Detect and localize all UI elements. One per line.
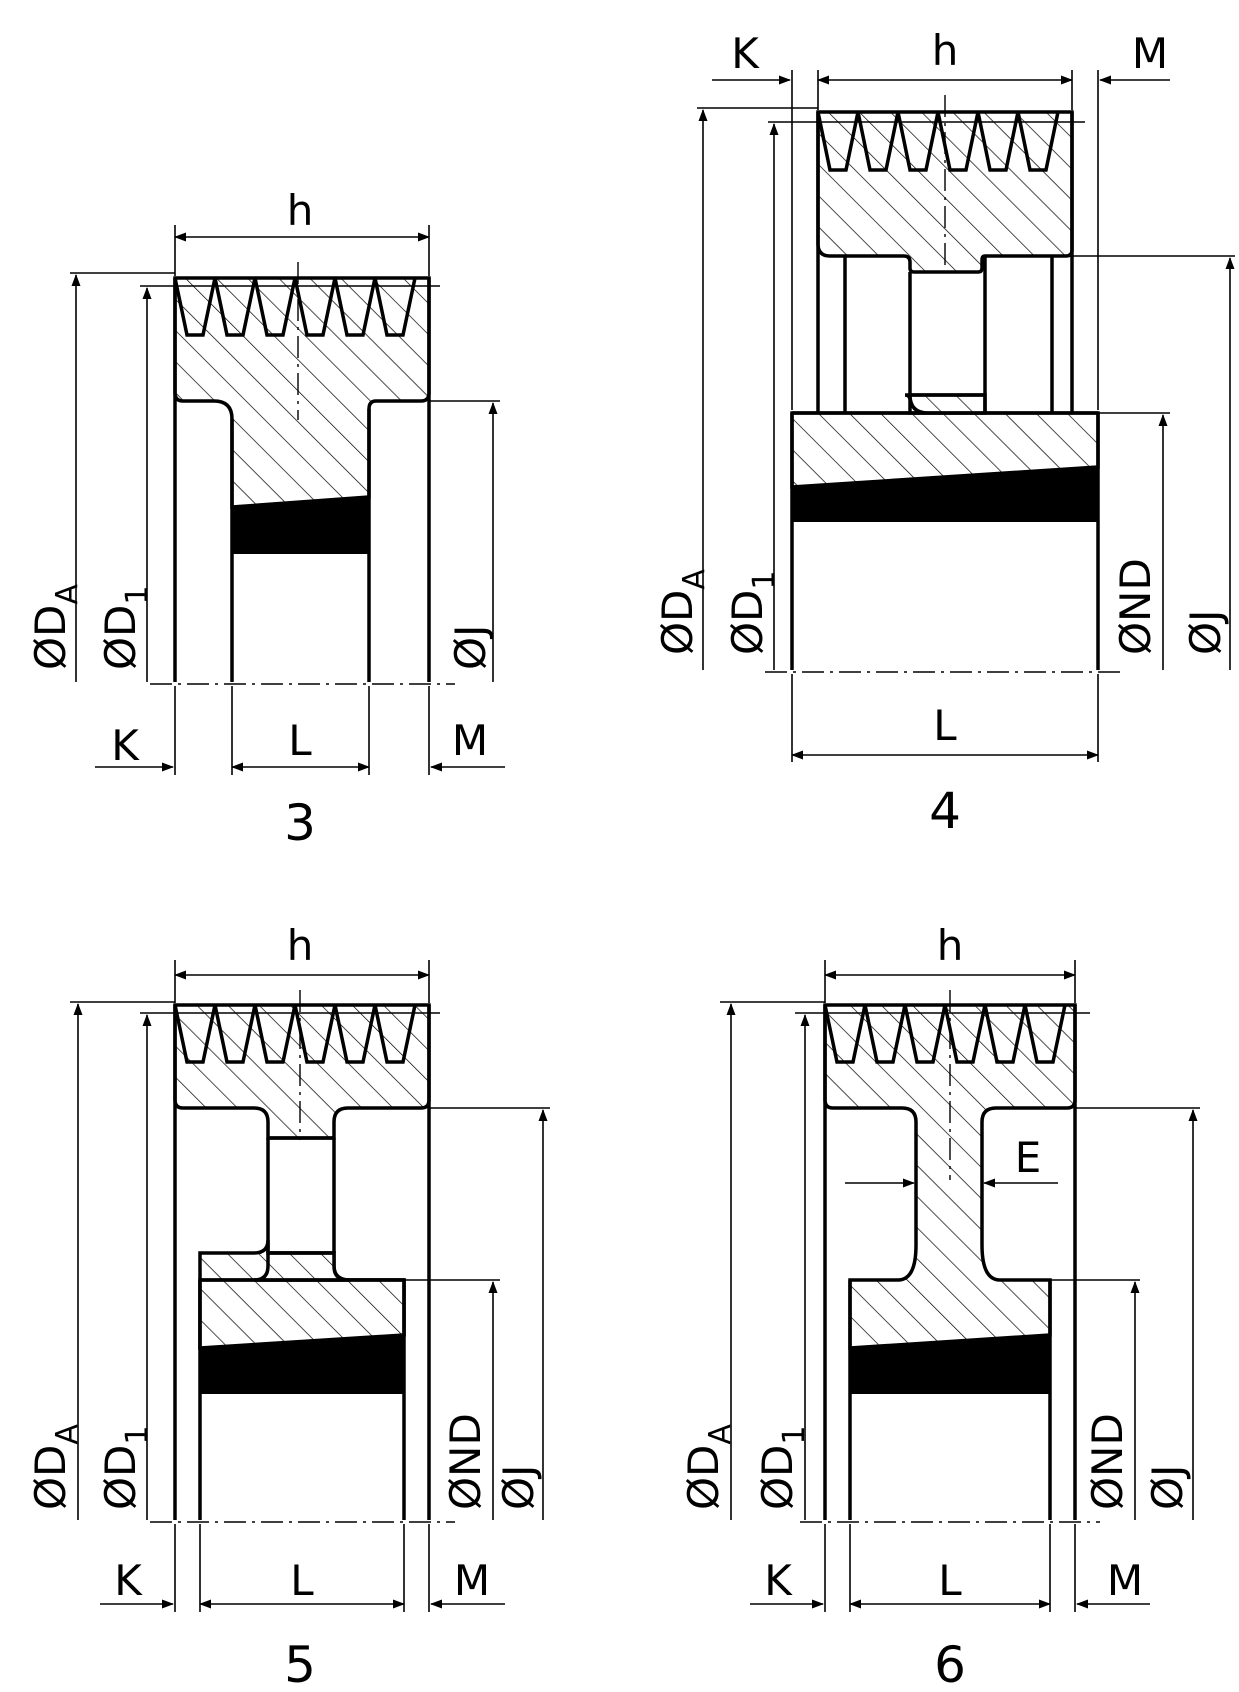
fig3-m-label: M — [452, 716, 488, 765]
fig3-l-label: L — [288, 716, 312, 765]
fig3-j-label: ØJ — [446, 625, 495, 670]
svg-text:ØD1: ØD1 — [96, 1426, 155, 1511]
fig4-grooves — [816, 111, 1060, 172]
fig5-number: 5 — [284, 1636, 316, 1692]
svg-text:ØDA: ØDA — [679, 1424, 738, 1510]
fig5-dia-a-label: ØDA — [26, 1424, 85, 1510]
fig3-dia-a-label: ØDA — [26, 584, 85, 670]
svg-text:ØDA: ØDA — [26, 584, 85, 670]
fig3-bush — [231, 495, 370, 554]
fig6-e-label: E — [1015, 1133, 1042, 1182]
fig5-m-label: M — [454, 1556, 490, 1605]
fig4-dia-1-label: ØD1 — [723, 571, 782, 656]
fig4-k-label: K — [731, 29, 760, 78]
fig5-grooves — [173, 1004, 417, 1064]
fig4-dia-a-label: ØDA — [653, 569, 712, 655]
fig6-l-label: L — [938, 1556, 962, 1605]
fig6-dia-1-label: ØD1 — [753, 1426, 812, 1511]
fig4-h-label: h — [932, 26, 959, 75]
fig6-dia-a-label: ØDA — [679, 1424, 738, 1510]
figure-3: h K L M ØDA ØD1 ØJ 3 — [26, 186, 505, 852]
svg-text:ØJ: ØJ — [1181, 610, 1230, 655]
fig5-web-lower — [253, 1251, 349, 1282]
svg-text:ØJ: ØJ — [494, 1465, 543, 1510]
fig6-m-label: M — [1107, 1556, 1143, 1605]
svg-text:ØD1: ØD1 — [96, 586, 155, 671]
svg-text:ØND: ØND — [1111, 558, 1160, 655]
figure-5: h K L M ØDA ØD1 ØND ØJ 5 — [26, 921, 550, 1692]
fig5-h-label: h — [287, 921, 314, 970]
svg-text:ØJ: ØJ — [446, 625, 495, 670]
fig6-outline — [823, 1005, 1077, 1520]
fig6-number: 6 — [934, 1636, 966, 1692]
fig5-k-label: K — [114, 1556, 143, 1605]
fig4-j-label: ØJ — [1181, 610, 1230, 655]
fig3-outline — [173, 278, 431, 682]
fig3-h-label: h — [287, 186, 314, 235]
fig5-j-label: ØJ — [494, 1465, 543, 1510]
fig3-dia-1-label: ØD1 — [96, 586, 155, 671]
svg-text:ØJ: ØJ — [1143, 1465, 1192, 1510]
fig4-m-label: M — [1132, 29, 1168, 78]
svg-text:ØD1: ØD1 — [723, 571, 782, 656]
svg-text:ØDA: ØDA — [653, 569, 712, 655]
fig5-outline — [173, 1005, 431, 1520]
figure-4: h K M L ØDA ØD1 ØND ØJ 4 — [653, 26, 1235, 840]
svg-text:ØDA: ØDA — [26, 1424, 85, 1510]
fig4-l-label: L — [933, 701, 957, 750]
fig5-dia-1-label: ØD1 — [96, 1426, 155, 1511]
fig6-h-label: h — [937, 921, 964, 970]
fig3-number: 3 — [284, 794, 316, 852]
fig4-outline — [790, 112, 1100, 670]
fig6-grooves — [823, 1004, 1067, 1064]
fig4-nd-label: ØND — [1111, 558, 1160, 655]
svg-text:ØND: ØND — [441, 1413, 490, 1510]
fig6-nd-label: ØND — [1083, 1413, 1132, 1510]
figure-6: h E K L M ØDA ØD1 ØND ØJ 6 — [679, 921, 1200, 1692]
fig4-number: 4 — [929, 782, 961, 840]
svg-text:ØND: ØND — [1083, 1413, 1132, 1510]
fig6-k-label: K — [764, 1556, 793, 1605]
fig3-k-label: K — [111, 721, 140, 770]
svg-text:ØD1: ØD1 — [753, 1426, 812, 1511]
fig6-j-label: ØJ — [1143, 1465, 1192, 1510]
fig3-grooves — [173, 277, 417, 337]
fig5-nd-label: ØND — [441, 1413, 490, 1510]
fig5-rim — [173, 1003, 431, 1140]
fig5-l-label: L — [290, 1556, 314, 1605]
